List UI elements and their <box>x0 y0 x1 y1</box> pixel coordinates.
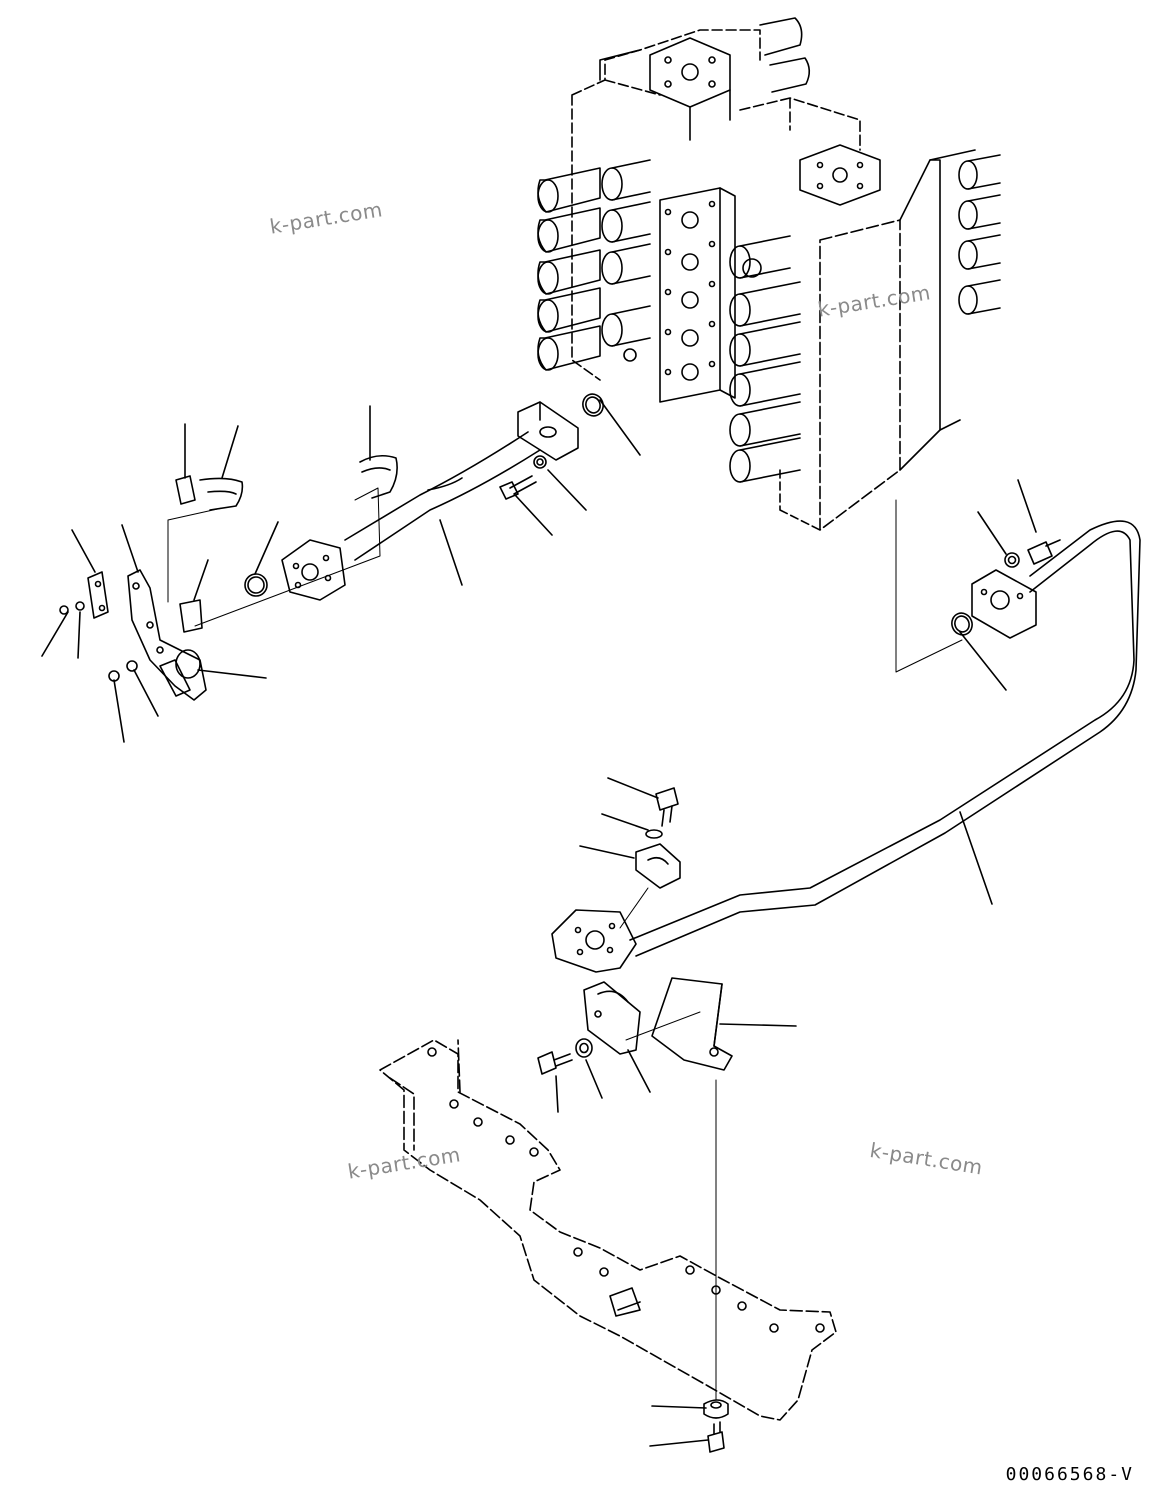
left-bracket-cluster <box>41 423 267 743</box>
frame-member <box>379 1039 837 1421</box>
long-pipe-assembly <box>537 479 1141 1113</box>
control-valve-assembly <box>537 17 1001 531</box>
frame-holes <box>427 1047 825 1333</box>
drawing-code: 00066568-V <box>1005 1464 1134 1485</box>
bottom-fasteners <box>649 1079 729 1453</box>
upper-pipe-assembly <box>194 393 641 627</box>
